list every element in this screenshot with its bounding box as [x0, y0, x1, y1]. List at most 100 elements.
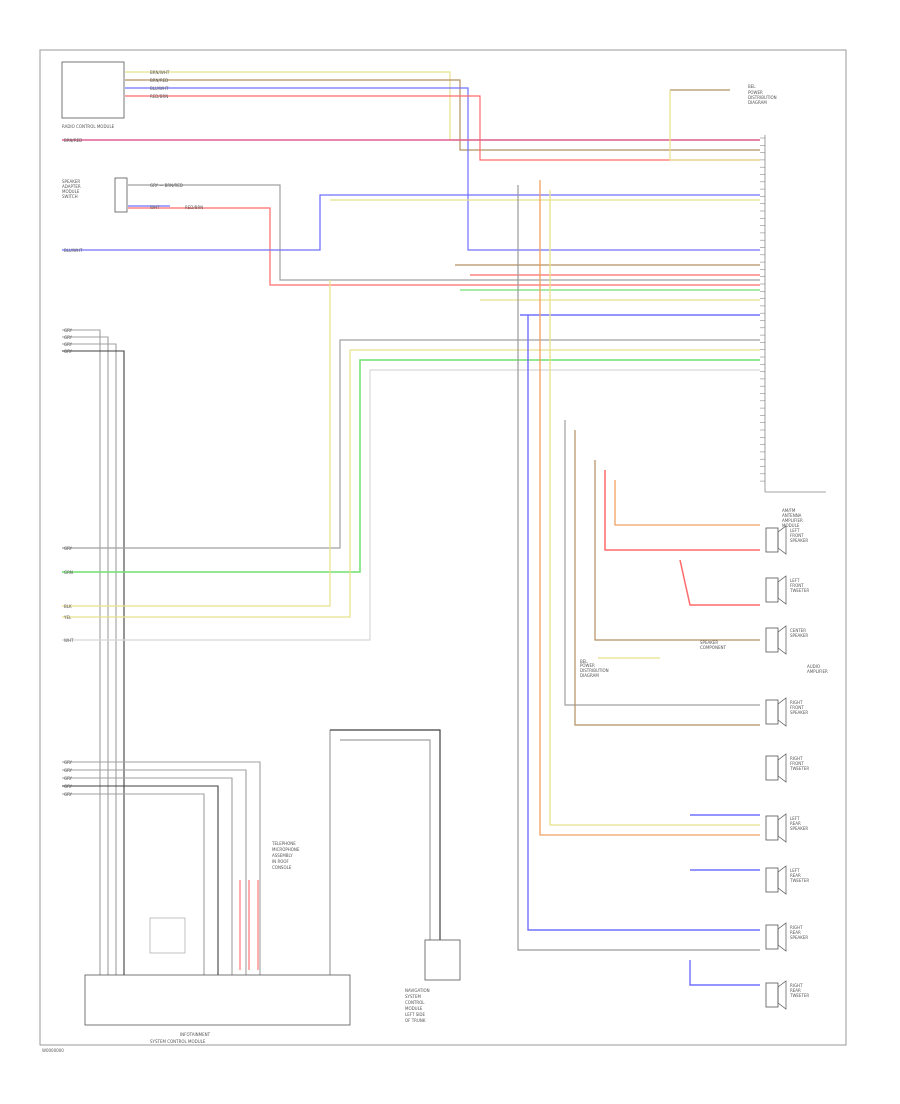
audio-amp-box	[61, 61, 125, 119]
amp-wire-brown	[125, 79, 760, 151]
ahead-box-text: SPEAKER	[62, 179, 80, 184]
ahead-box-connector	[114, 177, 128, 213]
speaker-label: FRONT	[790, 583, 804, 588]
right-trunk-blue	[527, 315, 760, 931]
lower-bundle-label: GRY	[64, 776, 73, 781]
right-trunk-brown	[574, 430, 760, 726]
lower-bundle-wire	[62, 761, 261, 975]
speaker-label: TWEETER	[789, 993, 809, 998]
speaker-label: REAR	[790, 821, 801, 826]
top-ref-label: BEL	[748, 84, 756, 89]
center-box-text: COMPONENT	[700, 645, 726, 650]
outer-frame	[39, 49, 847, 1046]
left-bundle-label: GRY	[64, 335, 73, 340]
speaker-label: FRONT	[790, 705, 804, 710]
speaker-label: SPEAKER	[790, 710, 808, 715]
lower-bundle-wire	[62, 777, 233, 975]
antenna-module-text: AMPLIFIER	[782, 518, 803, 523]
pink-wire-label: BRN/RED	[64, 138, 82, 143]
left-bundle-wire	[62, 343, 117, 975]
speaker-label: LEFT	[790, 868, 800, 873]
speaker-cone	[777, 753, 787, 783]
speaker-label: TWEETER	[789, 766, 809, 771]
antenna-module-text: AM/FM	[782, 508, 796, 513]
mid-wire-green	[62, 359, 760, 573]
mid-label-grey: GRY	[64, 546, 73, 551]
lower-bundle-label: GRY	[64, 760, 73, 765]
speaker-label: SPEAKER	[790, 633, 808, 638]
speaker-cone	[777, 697, 787, 727]
speaker-label: LEFT	[790, 528, 800, 533]
mic-text: MICROPHONE	[272, 847, 300, 852]
center-box-text: SPEAKER	[700, 640, 718, 645]
speaker-connector	[765, 924, 779, 950]
ahead-box-text: ADAPTER	[62, 184, 81, 189]
nav-module-text: OF TRUNK	[405, 1018, 426, 1023]
ahead-wire-label-3: RED/BRN	[185, 205, 203, 210]
main-module-box	[84, 974, 351, 1026]
mid-label-wht: WHT	[64, 638, 74, 643]
speaker-label: REAR	[790, 873, 801, 878]
left-bundle-wire	[62, 329, 101, 975]
speaker-connector	[765, 699, 779, 725]
nav-module-text: MODULE	[405, 1006, 423, 1011]
speaker-connector	[765, 982, 779, 1008]
nav-module-text: CONTROL	[405, 1000, 425, 1005]
amp-wire-yellow	[125, 71, 760, 141]
speaker-label: LEFT	[790, 578, 800, 583]
mic-text: TELEPHONE	[271, 841, 296, 846]
mid-label-green: GRN	[64, 570, 73, 575]
mid-wire-light	[62, 369, 760, 641]
top-ref-drop	[669, 90, 760, 161]
rear-blue-3	[689, 960, 760, 986]
amp-wire-label-yellow: BRN/WHT	[150, 70, 170, 75]
mic-text: IN ROOF	[272, 859, 290, 864]
speaker-label: SPEAKER	[790, 935, 808, 940]
main-module-line1: INFOTAINMENT	[180, 1032, 211, 1037]
top-ref-note: DIAGRAM	[748, 100, 767, 105]
speaker-ref-note: DISTRIBUTION	[580, 668, 609, 673]
audio-amp-label: RADIO CONTROL MODULE	[62, 124, 115, 129]
speaker-cone	[777, 980, 787, 1010]
speaker-label: TWEETER	[789, 588, 809, 593]
nav-module-text: LEFT SIDE	[405, 1012, 426, 1017]
speaker-label: REAR	[790, 988, 801, 993]
speaker-label: SPEAKER	[790, 538, 808, 543]
lower-bundle-label: GRY	[64, 768, 73, 773]
right-trunk-orange-2	[614, 480, 760, 526]
ahead-box-text: SWITCH	[62, 194, 78, 199]
nav-module-text: NAVIGATION	[405, 988, 430, 993]
mid-wire-grey	[62, 339, 760, 549]
radio-right-label: AUDIO	[807, 664, 820, 669]
amp-wire-red	[125, 95, 760, 161]
lower-bundle-wire	[62, 769, 247, 975]
speaker-cone	[777, 813, 787, 843]
top-ref-note: DISTRIBUTION	[748, 95, 777, 100]
mid-wire-yellow-a	[62, 280, 331, 607]
speaker-label: FRONT	[790, 761, 804, 766]
lower-bundle-label: GRY	[64, 792, 73, 797]
speaker-cone	[777, 525, 787, 555]
speaker-label: CENTER	[790, 628, 806, 633]
speaker-ref-label: BEL	[580, 659, 588, 664]
mic-text: CONSOLE	[272, 865, 292, 870]
ahead-wire-red	[128, 207, 760, 286]
mid-label-blk: BLK	[64, 604, 72, 609]
radio-right-label: AMPLIFIER	[807, 669, 828, 674]
speaker-label: SPEAKER	[790, 826, 808, 831]
speaker-cone	[777, 865, 787, 895]
tweeter-red	[679, 559, 760, 606]
left-bundle-label: GRY	[64, 342, 73, 347]
right-trunk-yellow	[549, 190, 760, 826]
ahead-wire-label-1: GRY — BRN/RED	[150, 183, 183, 188]
wire-layer	[62, 71, 826, 986]
right-trunk-brown-2	[594, 460, 760, 641]
left-bundle-wire	[62, 336, 109, 975]
right-trunk-grey-2	[564, 420, 760, 706]
speaker-ref-note: POWER	[580, 663, 595, 668]
speaker-cone	[777, 625, 787, 655]
amp-wire-label-red: RED/BRN	[150, 94, 168, 99]
speaker-connector	[765, 867, 779, 893]
speaker-label: REAR	[790, 930, 801, 935]
